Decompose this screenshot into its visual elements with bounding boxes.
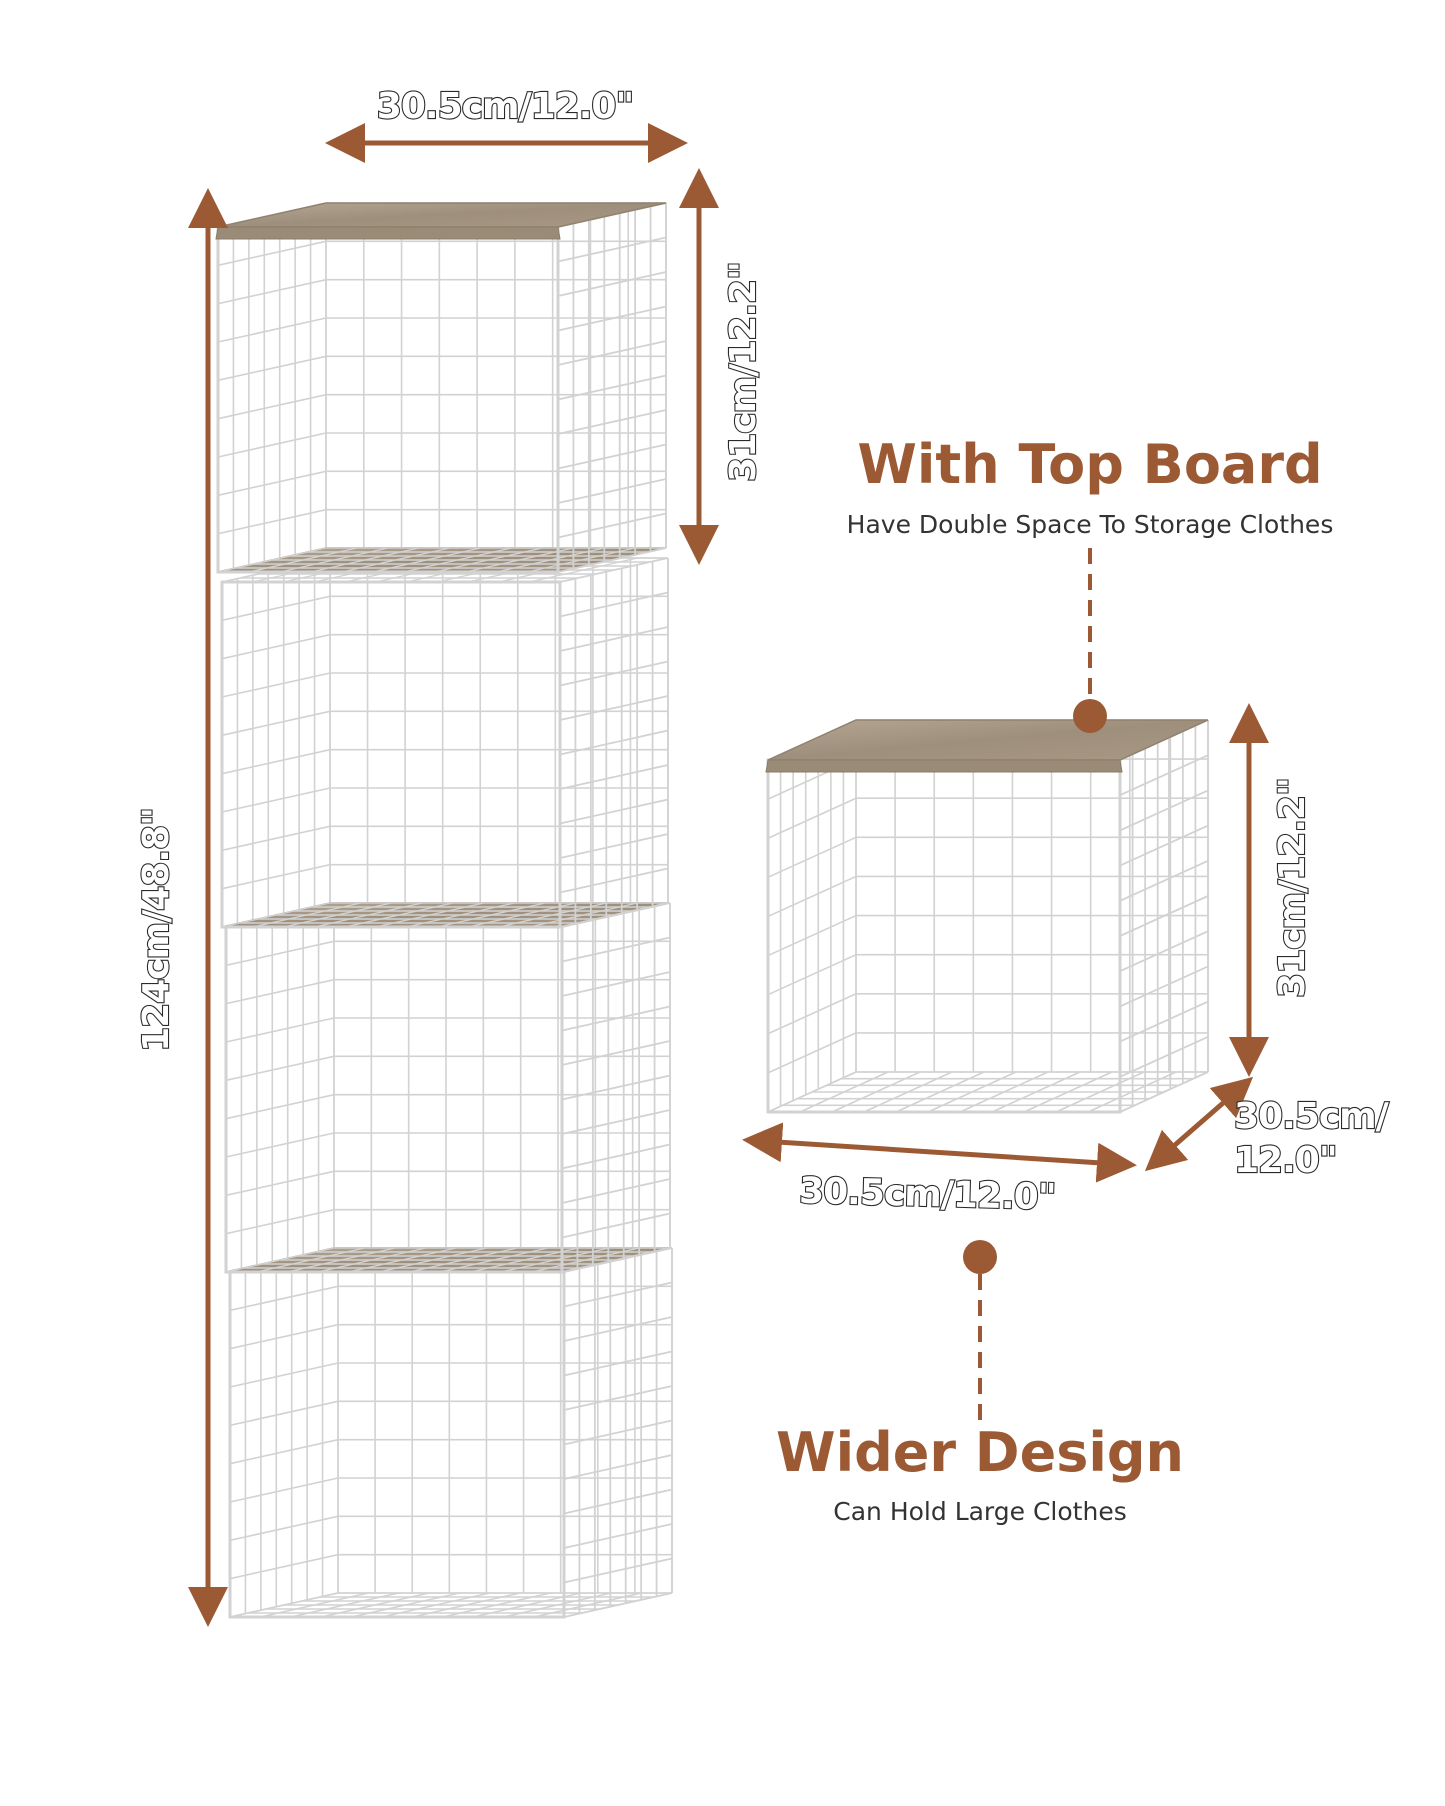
- back-wire-panel: [329, 557, 669, 904]
- back-wire-panel: [325, 202, 667, 549]
- front-frame: [224, 925, 564, 1274]
- left-wire-panel: [225, 902, 335, 1273]
- top-board-edge: [215, 226, 561, 240]
- cube-depth-label-line2: 12.0": [1234, 1140, 1337, 1181]
- tower-cube-3: [224, 902, 671, 1274]
- back-wire-panel: [855, 719, 1209, 1073]
- top-board-subtitle: Have Double Space To Storage Clothes: [846, 510, 1334, 539]
- back-wire-panel: [333, 902, 671, 1249]
- right-wire-panel: [563, 1247, 673, 1618]
- top-board: [217, 202, 667, 228]
- floor-wire-panel: [229, 1592, 673, 1618]
- right-wire-panel: [561, 902, 671, 1273]
- wider-design-title: Wider Design: [776, 1421, 1184, 1484]
- top-board-edge: [765, 759, 1123, 773]
- front-frame: [766, 758, 1122, 1114]
- top-board-dot: [1073, 699, 1107, 733]
- back-wire-panel: [337, 1247, 673, 1594]
- floor-wire-panel: [225, 1247, 671, 1273]
- floor-wire-panel: [217, 547, 667, 573]
- left-wire-panel: [229, 1247, 339, 1618]
- left-wire-panel: [217, 202, 327, 573]
- top-board-title: With Top Board: [857, 433, 1323, 496]
- floor-wire-panel: [221, 902, 669, 928]
- left-wire-panel: [221, 557, 331, 928]
- right-wire-panel: [559, 557, 669, 928]
- tower-cube-1: [215, 202, 667, 574]
- front-frame: [220, 580, 562, 929]
- tower-cube-2: [220, 557, 669, 929]
- single-cube: [765, 719, 1209, 1114]
- floor-wire-panel: [767, 1071, 1209, 1113]
- tower-cube-height-label: 31cm/12.2": [723, 262, 764, 482]
- tower-cube-4: [228, 1247, 673, 1619]
- front-frame: [228, 1270, 566, 1619]
- top-board: [767, 719, 1209, 761]
- right-wire-panel: [557, 202, 667, 573]
- cube-width-label: 30.5cm/12.0": [799, 1171, 1056, 1219]
- cube-width-arrow: [742, 1122, 1137, 1183]
- cube-depth-arrow: [1144, 1076, 1254, 1172]
- tower-width-label: 30.5cm/12.0": [377, 86, 633, 127]
- tower-total-height-label: 124cm/48.8": [136, 808, 177, 1052]
- wider-design-subtitle: Can Hold Large Clothes: [833, 1497, 1127, 1526]
- right-wire-panel: [1119, 719, 1209, 1113]
- left-wire-panel: [767, 719, 857, 1113]
- cube-height-label: 31cm/12.2": [1272, 778, 1313, 998]
- cube-depth-label-line1: 30.5cm/: [1234, 1096, 1390, 1137]
- four-cube-tower: [215, 202, 673, 1619]
- front-frame: [216, 225, 560, 574]
- wider-design-dot: [963, 1240, 997, 1274]
- single-cube-body: [765, 719, 1209, 1114]
